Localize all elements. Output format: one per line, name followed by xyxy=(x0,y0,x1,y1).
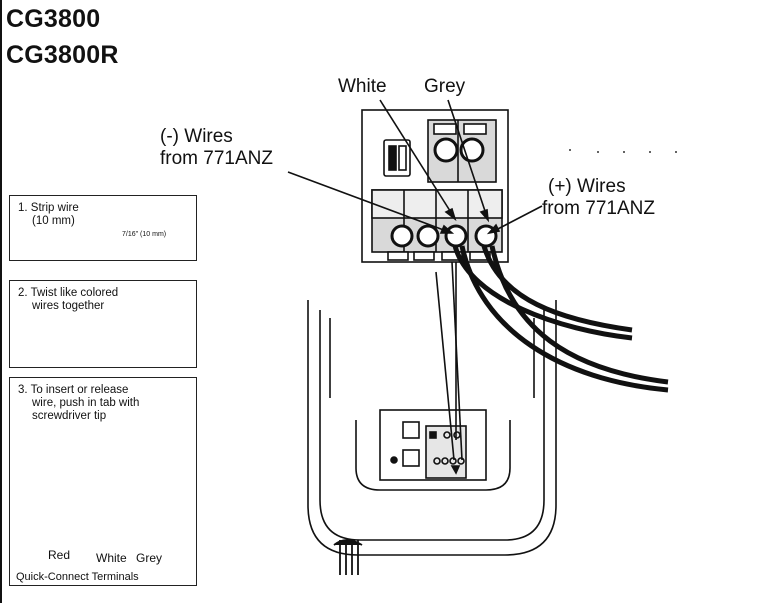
leader-lines xyxy=(287,99,543,235)
terminal-label-white: White xyxy=(96,551,127,565)
label-neg-wires-2: from 771ANZ xyxy=(160,148,273,169)
step-box-3: 3. To insert or release wire, push in ta… xyxy=(9,377,197,586)
internal-wires xyxy=(435,261,463,475)
terminal-caption: Quick-Connect Terminals xyxy=(16,571,139,583)
label-neg-wires-1: (-) Wires xyxy=(160,126,233,147)
step-box-2: 2. Twist like colored wires together xyxy=(9,280,197,368)
wire-bundle xyxy=(452,245,669,393)
lower-housing xyxy=(307,300,557,556)
cable-stub xyxy=(333,539,363,575)
label-grey: Grey xyxy=(424,76,466,97)
label-pos-wires-2: from 771ANZ xyxy=(542,198,655,219)
step3-text: 3. To insert or release xyxy=(18,384,129,396)
step2-text-2: wires together xyxy=(32,300,105,312)
dot-marks xyxy=(569,149,677,153)
frame-border xyxy=(0,0,2,603)
model-title-cg3800: CG3800 xyxy=(6,5,101,33)
step1-text: 1. Strip wire xyxy=(18,202,79,214)
step-box-1: 1. Strip wire (10 mm) 7/16" (10 mm) xyxy=(9,195,197,261)
terminal-label-grey: Grey xyxy=(136,551,163,565)
step3-text-3: screwdriver tip xyxy=(32,410,107,422)
label-white: White xyxy=(338,76,387,97)
step2-text: 2. Twist like colored xyxy=(18,287,119,299)
step1-text-2: (10 mm) xyxy=(32,215,75,227)
step1-measure: 7/16" (10 mm) xyxy=(122,231,167,238)
terminal-label-red: Red xyxy=(48,548,71,562)
step3-text-2: wire, push in tab with xyxy=(32,397,140,409)
model-title-cg3800r: CG3800R xyxy=(6,41,119,69)
label-pos-wires-1: (+) Wires xyxy=(548,176,626,197)
